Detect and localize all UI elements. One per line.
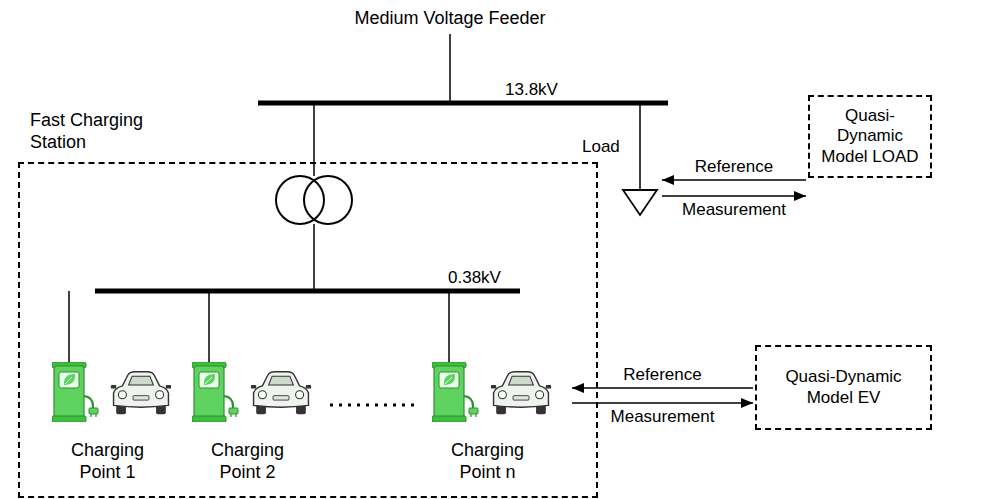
signal-label: Measurement — [680, 200, 788, 220]
station-region: Charging Point 1 Charging Point 2 Charging… — [18, 108, 598, 498]
feeder-label: Medium Voltage Feeder — [354, 8, 545, 30]
signal-label: Measurement — [609, 407, 717, 427]
mv-busbar — [258, 101, 668, 106]
edge-label-holder: Measurement — [609, 407, 717, 427]
signal-arrow — [572, 402, 753, 404]
signal-arrow — [572, 387, 753, 389]
model-label: Quasi-Dynamic Model LOAD — [816, 106, 924, 167]
transformer-winding — [304, 176, 352, 224]
charger-wire — [68, 291, 70, 362]
load-symbol: Load — [578, 135, 660, 220]
transformer-winding — [276, 176, 324, 224]
car-icon — [111, 372, 171, 415]
voltage-label: 13.8kV — [505, 80, 558, 100]
charging-point-label: Charging Point n — [440, 440, 535, 483]
charging-point: Charging Point 1 — [45, 355, 185, 495]
charger-wire — [208, 291, 210, 362]
transformer-wire — [313, 103, 315, 176]
edge-label-holder: Measurement — [680, 200, 788, 220]
feeder-wire — [449, 34, 451, 103]
load-label: Load — [582, 137, 660, 157]
voltage-label: 0.38kV — [448, 268, 501, 288]
charging-point: Charging Point 2 — [185, 355, 325, 495]
transformer-wire — [313, 224, 315, 291]
ellipsis-dots — [330, 404, 415, 407]
charger-icon — [432, 362, 478, 422]
signal-label: Reference — [693, 157, 775, 177]
model-label: Quasi-Dynamic Model EV — [763, 367, 924, 408]
label-holder: Medium Voltage Feeder — [354, 8, 545, 30]
edge-label-holder: Reference — [621, 365, 703, 385]
signal-label: Reference — [621, 365, 703, 385]
car-icon — [251, 372, 311, 415]
region-heading: Fast Charging Station — [30, 110, 180, 153]
edge-label-holder: Reference — [693, 157, 775, 177]
label-holder: 0.38kV — [448, 268, 501, 288]
load-triangle-shape — [623, 190, 657, 215]
load-wire — [639, 103, 641, 190]
charger-icon — [52, 362, 98, 422]
signal-arrow — [662, 195, 806, 197]
label-holder: 13.8kV — [505, 80, 558, 100]
lv-busbar — [95, 289, 520, 294]
charging-point: Charging Point n — [425, 355, 570, 495]
model-box: Quasi-Dynamic Model EV — [755, 345, 932, 430]
signal-arrow — [662, 179, 806, 181]
charging-point-label: Charging Point 2 — [200, 440, 295, 483]
charging-point-label: Charging Point 1 — [60, 440, 155, 483]
charger-icon — [192, 362, 238, 422]
charger-wire — [448, 291, 450, 362]
car-icon — [491, 372, 551, 415]
model-box: Quasi-Dynamic Model LOAD — [808, 95, 932, 178]
